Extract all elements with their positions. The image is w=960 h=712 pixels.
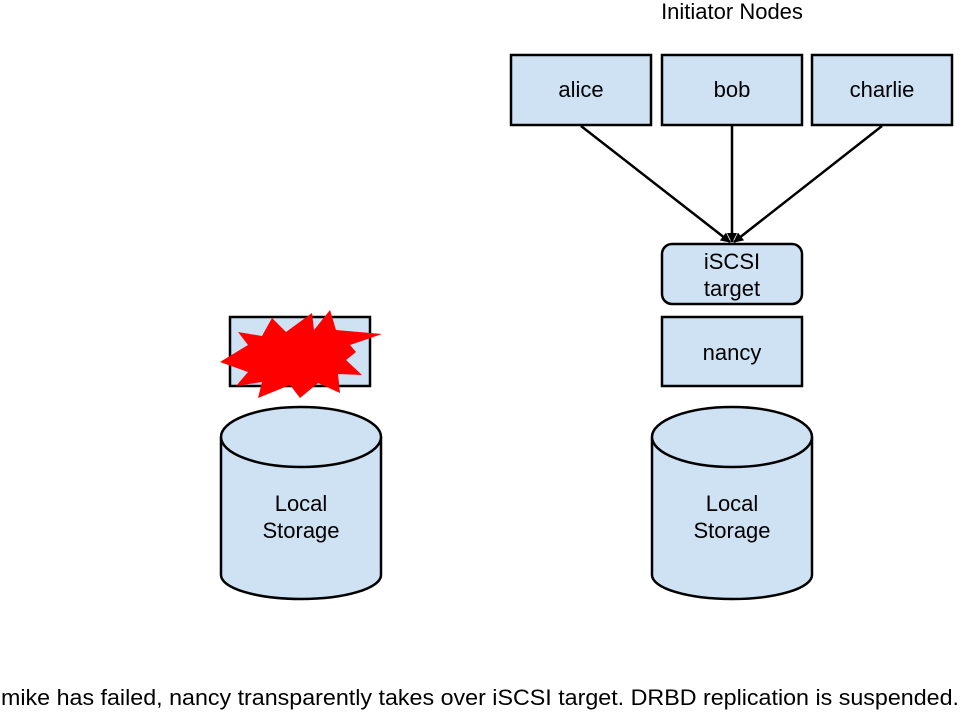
initiator-node-charlie[interactable]: charlie <box>810 53 954 127</box>
node-mike-failed[interactable] <box>220 310 382 398</box>
initiator-node-bob[interactable]: bob <box>660 53 804 127</box>
initiator-node-alice[interactable]: alice <box>509 53 653 127</box>
storage-right-line2: Storage <box>693 518 770 543</box>
iscsi-target-line1: iSCSI <box>704 249 760 274</box>
node-nancy[interactable]: nancy <box>660 315 804 388</box>
storage-right-line1: Local <box>706 491 759 516</box>
iscsi-target[interactable]: iSCSI target <box>660 242 804 306</box>
storage-right[interactable]: Local Storage <box>650 405 814 601</box>
initiator-label: bob <box>714 77 751 102</box>
arrow-alice-to-target <box>580 125 731 243</box>
iscsi-target-line2: target <box>704 276 760 301</box>
arrow-charlie-to-target <box>733 125 883 243</box>
initiator-label: alice <box>558 77 603 102</box>
initiator-nodes-title: Initiator Nodes <box>661 0 803 24</box>
caption: mike has failed, nancy transparently tak… <box>1 685 959 710</box>
storage-left-line1: Local <box>275 491 328 516</box>
storage-left[interactable]: Local Storage <box>219 405 383 601</box>
storage-left-line2: Storage <box>262 518 339 543</box>
node-nancy-label: nancy <box>703 340 762 365</box>
failure-burst-icon <box>220 310 382 398</box>
initiator-label: charlie <box>850 77 915 102</box>
